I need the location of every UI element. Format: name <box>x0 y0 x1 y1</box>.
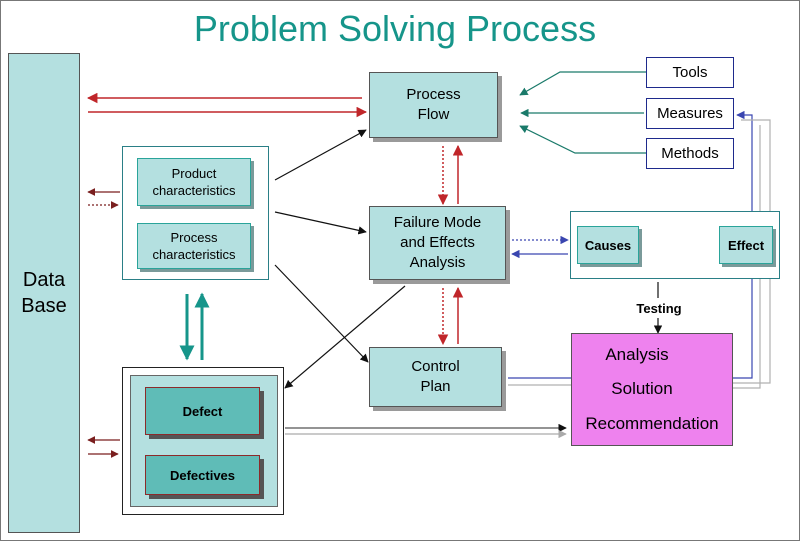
effect-box: Effect <box>719 226 773 264</box>
fmea-box: Failure Mode and Effects Analysis <box>369 206 506 280</box>
fmea-line3: Analysis <box>409 254 466 271</box>
process-characteristics-box: Process characteristics <box>137 223 251 269</box>
process-flow-line1: Process <box>406 86 461 103</box>
control-plan-box: Control Plan <box>369 347 502 407</box>
diagram-title: Problem Solving Process <box>193 8 597 49</box>
product-characteristics-line1: Product <box>171 166 217 181</box>
analysis-line2: Solution <box>611 379 673 399</box>
process-flow-box: Process Flow <box>369 72 498 138</box>
methods-box: Methods <box>646 138 734 169</box>
analysis-line1: Analysis <box>605 345 669 365</box>
fmea-line2: and Effects <box>400 234 475 251</box>
database-line1: Data <box>22 269 66 291</box>
tools-box: Tools <box>646 57 734 88</box>
product-characteristics-line2: characteristics <box>152 183 236 198</box>
product-characteristics-box: Product characteristics <box>137 158 251 206</box>
database-line2: Base <box>21 295 67 317</box>
fmea-line1: Failure Mode <box>393 214 482 231</box>
testing-label: Testing <box>636 300 682 316</box>
defect-box: Defect <box>145 387 260 435</box>
measures-box: Measures <box>646 98 734 129</box>
analysis-line3: Recommendation <box>585 413 719 433</box>
database-box: Data Base <box>8 53 80 533</box>
process-characteristics-line2: characteristics <box>152 247 236 262</box>
control-plan-line2: Plan <box>420 378 451 395</box>
process-flow-line2: Flow <box>417 106 450 123</box>
causes-box: Causes <box>577 226 639 264</box>
process-characteristics-line1: Process <box>170 230 218 245</box>
defectives-box: Defectives <box>145 455 260 495</box>
control-plan-line1: Control <box>411 358 460 375</box>
analysis-box: Analysis Solution Recommendation <box>571 333 733 446</box>
